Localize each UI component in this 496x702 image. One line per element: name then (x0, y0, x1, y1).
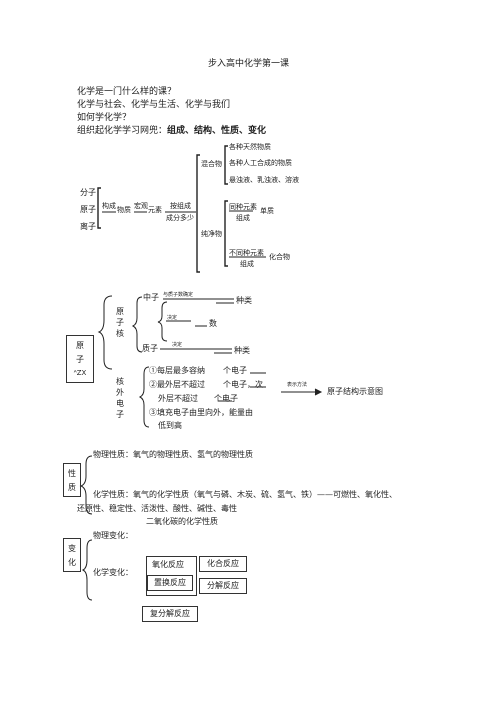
change-box-char-1: 变 (68, 544, 76, 553)
reaction-displacement-box: 置换反应 (147, 575, 193, 591)
reaction-combination: 化合反应 (207, 559, 239, 568)
intro-line-1: 化学是一门什么样的课？ (77, 87, 177, 97)
label-compose-2: 组成 (240, 260, 254, 268)
label-mixture: 混合物 (201, 160, 222, 168)
atom-box: 原 子 ᴬZX (66, 335, 94, 383)
rule-3-cont: 低到高 (158, 421, 182, 430)
change-box-char-2: 化 (68, 558, 76, 567)
property-box: 性 质 (63, 463, 81, 497)
label-compound: 化合物 (269, 253, 290, 261)
physical-change: 物理变化： (93, 531, 133, 540)
intro-line-4-keywords: 组成、结构、性质、变化 (167, 126, 267, 136)
label-substance: 物质 (117, 206, 131, 214)
atom-box-char-1: 原 (76, 341, 84, 350)
label-composition-2: 成分多少 (166, 214, 194, 222)
note-decide-2: 决定 (172, 342, 183, 348)
particle-ion: 离子 (80, 222, 96, 231)
note-decide-1: 决定 (167, 315, 178, 321)
mixture-item-2: 各种人工合成的物质 (229, 159, 292, 167)
intro-line-4-prefix: 组织起化学学习网兜： (77, 126, 168, 136)
property-box-char-1: 性 (68, 469, 76, 478)
rule-2: ②最外层不超过个电子，次 (149, 380, 263, 389)
chemical-property-cont: 还原性、稳定性、活泼性、酸性、碱性、毒性 (77, 504, 237, 513)
intro-line-3: 如何学化学？ (77, 113, 132, 123)
reaction-double-decomposition: 复分解反应 (150, 609, 190, 618)
label-simple-substance: 单质 (260, 207, 274, 215)
reaction-displacement: 置换反应 (154, 578, 186, 587)
label-diff-element: 不同种元素 (229, 249, 264, 257)
reaction-double-decomposition-box: 复分解反应 (142, 606, 198, 622)
chemical-change: 化学变化： (93, 568, 133, 577)
reaction-decomposition: 分解反应 (207, 581, 239, 590)
reaction-box-group (146, 556, 197, 596)
label-make-up: 构成 (102, 202, 116, 210)
rule-3: ③填充电子由里向外，能量由 (149, 408, 253, 417)
label-pure: 纯净物 (201, 230, 222, 238)
label-compose-1: 组成 (236, 214, 250, 222)
mixture-item-1: 各种天然物质 (229, 143, 271, 151)
label-neutron: 中子 (143, 293, 159, 302)
co2-property: 二氧化碳的化学性质 (146, 517, 218, 526)
reaction-oxidation: 氧化反应 (152, 560, 184, 569)
label-macro: 宏观 (134, 202, 148, 210)
label-electron-shell: 核 外 电 子 (116, 377, 124, 419)
change-box: 变 化 (63, 538, 81, 572)
atom-box-char-2: 子 (76, 355, 84, 364)
physical-property: 物理性质：氧气的物理性质、氢气的物理性质 (93, 450, 253, 459)
page-title: 步入高中化学第一课 (208, 59, 290, 69)
label-same-element: 同种元素 (229, 203, 257, 211)
mixture-item-3: 悬浊液、乳浊液、溶液 (229, 176, 299, 184)
atom-box-symbol: ᴬZX (73, 369, 87, 377)
intro-line-2: 化学与社会、化学与生活、化学与我们 (77, 100, 231, 110)
note-neutron: 与质子数确定 (163, 292, 194, 298)
chemical-property: 化学性质：氧气的化学性质（氧气与磷、木炭、硫、氢气、铁）——可燃性、氧化性、 (93, 490, 397, 499)
reaction-decomposition-box: 分解反应 (199, 578, 247, 594)
property-box-char-2: 质 (68, 483, 76, 492)
particle-atom: 原子 (80, 205, 96, 214)
intro-line-4: 组织起化学学习网兜：组成、结构、性质、变化 (77, 125, 266, 137)
rule-2-cont: 外层不超过个电子 (158, 394, 238, 403)
label-nucleus: 原 子 核 (116, 307, 124, 338)
label-atom-diagram: 原子结构示意图 (327, 387, 383, 396)
proton-tail: 种类 (234, 346, 250, 355)
label-represent: 表示方法 (287, 382, 308, 388)
label-composition: 按组成 (170, 202, 191, 210)
label-proton: 质子 (142, 344, 158, 353)
reaction-combination-box: 化合反应 (199, 556, 247, 572)
label-element: 元素 (148, 206, 162, 214)
rule-1: ①每层最多容纳个电子 (149, 366, 247, 375)
decide-1-tail: 数 (209, 319, 217, 328)
neutron-tail: 种类 (236, 296, 252, 305)
particle-molecule: 分子 (80, 188, 96, 197)
